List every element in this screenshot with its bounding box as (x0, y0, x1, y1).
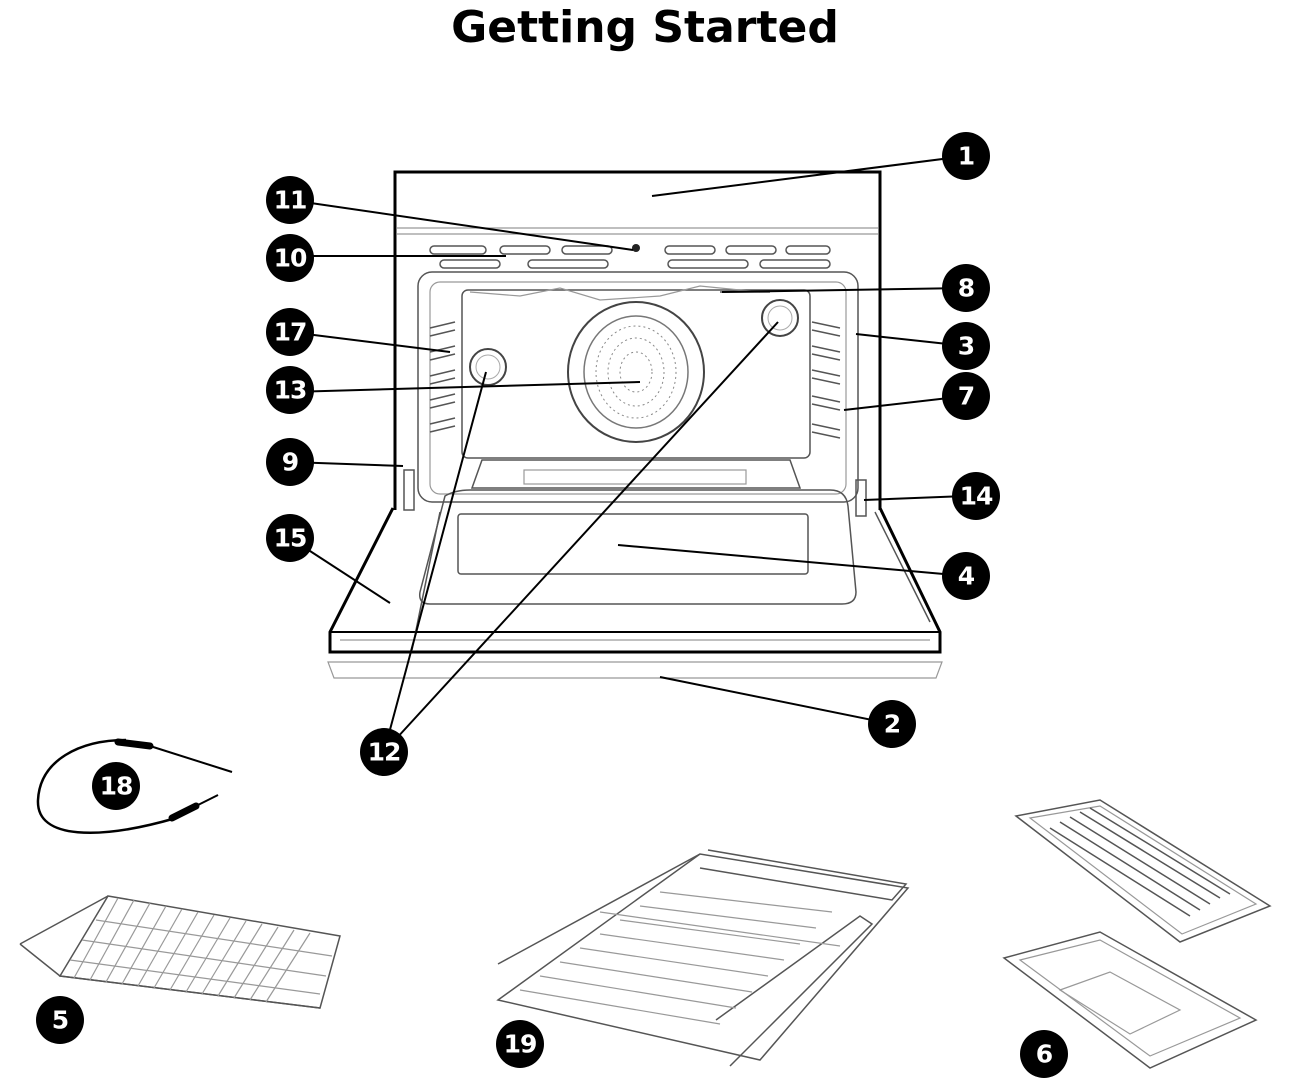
svg-text:7: 7 (958, 382, 974, 411)
callout-2: 2 (868, 700, 916, 748)
callout-9: 9 (266, 438, 314, 486)
gliding-rack-illustration (498, 850, 908, 1066)
svg-text:4: 4 (958, 562, 975, 591)
svg-text:1: 1 (958, 142, 974, 171)
callout-14: 14 (952, 472, 1000, 520)
oven-illustration (328, 172, 942, 678)
callout-18: 18 (92, 762, 140, 810)
oven-rack-illustration (20, 896, 340, 1008)
svg-text:18: 18 (100, 772, 133, 801)
svg-text:6: 6 (1036, 1040, 1053, 1069)
svg-text:10: 10 (274, 244, 307, 273)
broiler-pan-illustration (1004, 800, 1270, 1068)
callout-19: 19 (496, 1020, 544, 1068)
callout-3: 3 (942, 322, 990, 370)
oven-door (328, 490, 942, 678)
callout-6: 6 (1020, 1030, 1068, 1078)
callout-7: 7 (942, 372, 990, 420)
svg-text:19: 19 (504, 1030, 537, 1059)
svg-text:15: 15 (274, 524, 307, 553)
callout-13: 13 (266, 366, 314, 414)
convection-fan (568, 302, 704, 442)
svg-text:9: 9 (282, 448, 298, 477)
oven-floor (404, 460, 866, 516)
svg-text:11: 11 (274, 186, 307, 215)
svg-text:2: 2 (884, 710, 900, 739)
svg-text:17: 17 (274, 318, 307, 347)
svg-text:3: 3 (958, 332, 974, 361)
callout-5: 5 (36, 996, 84, 1044)
svg-text:14: 14 (960, 482, 993, 511)
callout-10: 10 (266, 234, 314, 282)
callout-11: 11 (266, 176, 314, 224)
callout-17: 17 (266, 308, 314, 356)
svg-text:5: 5 (52, 1006, 68, 1035)
callout-8: 8 (942, 264, 990, 312)
svg-text:12: 12 (368, 738, 401, 767)
svg-text:8: 8 (958, 274, 974, 303)
callout-1: 1 (942, 132, 990, 180)
callout-4: 4 (942, 552, 990, 600)
svg-text:13: 13 (274, 376, 307, 405)
callout-12: 12 (360, 728, 408, 776)
callout-15: 15 (266, 514, 314, 562)
